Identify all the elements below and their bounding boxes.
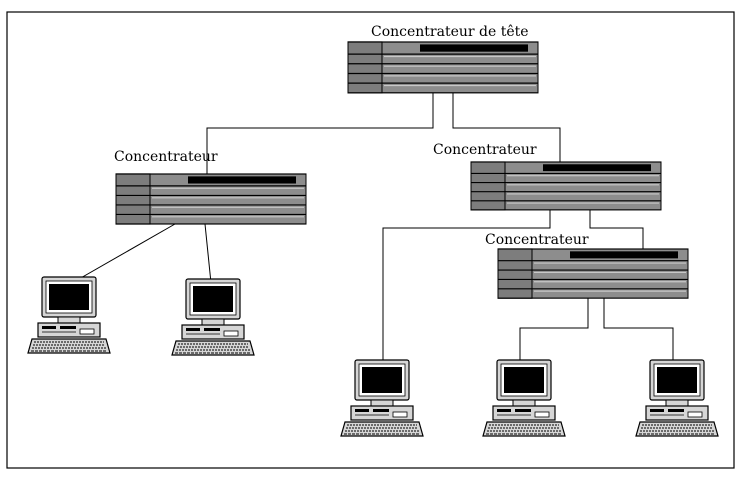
- link-left-hub-to-pc1: [71, 223, 176, 284]
- link-sub-hub-to-pc5: [603, 298, 674, 363]
- computer-icon-4: [482, 359, 566, 437]
- link-left-hub-to-pc2: [204, 223, 212, 284]
- head-hub-icon: [347, 41, 539, 94]
- link-right-hub-to-sub-hub: [589, 210, 644, 249]
- right-hub-icon: [470, 161, 662, 211]
- computer-icon-2: [171, 278, 255, 356]
- sub-hub-label: Concentrateur: [485, 232, 589, 248]
- link-head-to-right-hub: [452, 93, 561, 162]
- left-hub-label: Concentrateur: [114, 149, 218, 165]
- sub-hub-icon: [497, 248, 689, 299]
- left-hub-icon: [115, 173, 307, 225]
- link-head-to-left-hub: [206, 93, 434, 174]
- link-sub-hub-to-pc4: [519, 298, 589, 363]
- head-hub-label: Concentrateur de tête: [371, 24, 529, 40]
- connection-lines: [71, 93, 674, 363]
- right-hub-label: Concentrateur: [433, 142, 537, 158]
- diagram-border: [6, 11, 735, 469]
- computer-icon-5: [635, 359, 719, 437]
- link-right-hub-to-pc3: [382, 210, 551, 363]
- computer-icon-1: [27, 276, 111, 354]
- computer-icon-3: [340, 359, 424, 437]
